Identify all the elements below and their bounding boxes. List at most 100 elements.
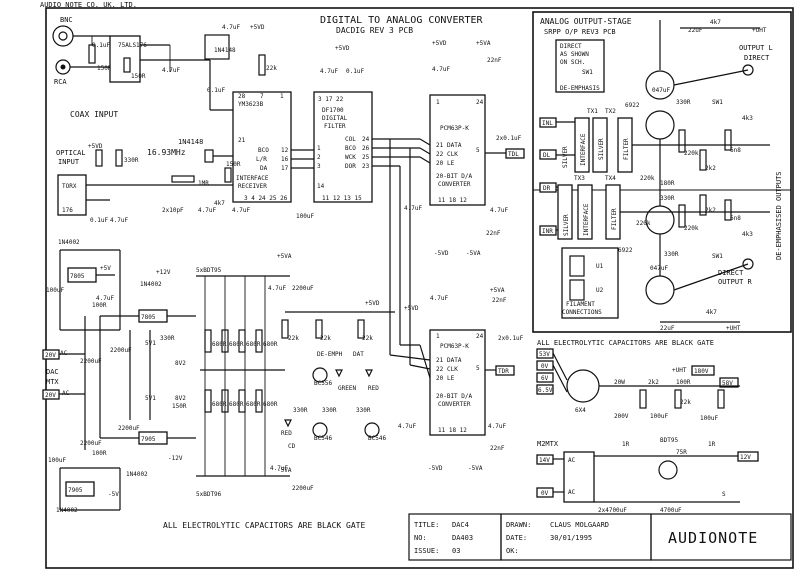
svg-text:TX4: TX4	[605, 175, 616, 182]
svg-text:4.7uF: 4.7uF	[398, 423, 416, 430]
svg-text:INPUT: INPUT	[58, 158, 80, 166]
svg-text:+5VD: +5VD	[88, 143, 103, 150]
svg-text:-5V: -5V	[108, 491, 119, 498]
svg-text:100uF: 100uF	[700, 415, 718, 422]
bdt95-transistor	[658, 460, 678, 480]
svg-text:20V: 20V	[45, 392, 56, 399]
svg-text:RED: RED	[368, 385, 379, 392]
interface-receiver-ic	[232, 91, 292, 203]
optical-label: OPTICAL	[56, 149, 86, 157]
svg-text:U1: U1	[596, 263, 604, 270]
svg-text:5: 5	[476, 147, 480, 154]
svg-text:+UHT: +UHT	[672, 367, 687, 374]
svg-text:20: 20	[436, 160, 444, 167]
svg-text:DIGITAL: DIGITAL	[322, 115, 348, 122]
torx-receiver	[57, 174, 87, 216]
svg-text:4k3: 4k3	[742, 115, 753, 122]
svg-text:SW1: SW1	[712, 99, 723, 106]
output-l-jack	[742, 64, 754, 76]
analog-stage-subtitle: SRPP O/P REV3 PCB	[544, 28, 616, 36]
svg-text:PCM63P-K: PCM63P-K	[440, 343, 469, 350]
svg-text:22k: 22k	[320, 335, 331, 342]
svg-text:3: 3	[317, 163, 321, 170]
svg-text:TORX: TORX	[62, 183, 77, 190]
svg-text:7: 7	[260, 93, 264, 100]
svg-text:100uF: 100uF	[48, 457, 66, 464]
svg-text:DR: DR	[543, 185, 551, 192]
svg-text:11 12 13 15: 11 12 13 15	[322, 195, 362, 202]
svg-text:4k7: 4k7	[214, 200, 225, 207]
svg-text:TDR: TDR	[498, 368, 509, 375]
svg-text:-5VD: -5VD	[434, 250, 449, 257]
audionote-logo: AUDIONOTE	[668, 529, 758, 547]
svg-text:+UHT: +UHT	[726, 325, 741, 332]
svg-text:4.7uF: 4.7uF	[232, 207, 250, 214]
svg-text:2200uF: 2200uF	[292, 285, 314, 292]
svg-text:100uF: 100uF	[46, 287, 64, 294]
svg-text:SILVER: SILVER	[563, 214, 570, 236]
svg-text:DAC4: DAC4	[452, 521, 469, 529]
svg-text:U2: U2	[596, 287, 604, 294]
svg-text:220k: 220k	[640, 175, 655, 182]
output-r-jack	[742, 258, 754, 270]
svg-text:6V: 6V	[541, 375, 549, 382]
svg-text:14V: 14V	[539, 457, 550, 464]
deemph-led-label: DE-EMPH	[317, 351, 343, 358]
svg-text:DIRECT: DIRECT	[560, 43, 582, 50]
tag-6v	[536, 372, 554, 383]
svg-text:SILVER: SILVER	[562, 146, 569, 168]
svg-text:DATE:: DATE:	[506, 534, 527, 542]
svg-text:6.5V: 6.5V	[538, 387, 553, 394]
svg-text:AC: AC	[568, 457, 576, 464]
digital-filter-ic	[313, 91, 373, 203]
svg-text:TX2: TX2	[605, 108, 616, 115]
svg-text:12V: 12V	[740, 454, 751, 461]
svg-text:BC546: BC546	[314, 435, 332, 442]
svg-text:TX3: TX3	[574, 175, 585, 182]
svg-text:2k2: 2k2	[648, 379, 659, 386]
sw1-direct-legend	[555, 39, 605, 93]
rca-label: RCA	[54, 78, 67, 86]
svg-text:22nF: 22nF	[487, 57, 502, 64]
svg-text:4.7uF: 4.7uF	[162, 67, 180, 74]
svg-text:+5VA: +5VA	[476, 40, 491, 47]
svg-text:DE-EMPHASIS: DE-EMPHASIS	[560, 85, 600, 92]
svg-text:330R: 330R	[660, 195, 675, 202]
svg-text:6922: 6922	[618, 247, 633, 254]
svg-text:ON SCH.: ON SCH.	[560, 59, 585, 66]
svg-text:20-BIT D/A: 20-BIT D/A	[436, 393, 473, 400]
svg-text:330R: 330R	[664, 251, 679, 258]
svg-text:FILAMENT: FILAMENT	[566, 301, 595, 308]
svg-text:680R: 680R	[263, 401, 278, 408]
svg-text:22k: 22k	[266, 65, 277, 72]
svg-text:22: 22	[436, 151, 444, 158]
svg-text:2200uF: 2200uF	[118, 425, 140, 432]
svg-text:680R: 680R	[212, 341, 227, 348]
svg-text:INTERFACE: INTERFACE	[583, 203, 590, 236]
tag-180v	[691, 365, 715, 376]
svg-text:RECEIVER: RECEIVER	[238, 183, 267, 190]
svg-text:1MR: 1MR	[198, 180, 209, 187]
svg-text:CONVERTER: CONVERTER	[438, 181, 471, 188]
svg-text:3 17 22: 3 17 22	[318, 96, 344, 103]
svg-text:17: 17	[281, 165, 289, 172]
svg-text:-12V: -12V	[168, 455, 183, 462]
svg-text:150R: 150R	[131, 73, 146, 80]
logo-block	[650, 513, 792, 561]
svg-text:+5VD: +5VD	[404, 305, 419, 312]
svg-text:4.7uF: 4.7uF	[490, 207, 508, 214]
svg-text:22nF: 22nF	[490, 445, 505, 452]
svg-text:DL: DL	[543, 152, 551, 159]
transistors-bottom-label: 5xBDT96	[196, 491, 222, 498]
svg-text:INTERFACE: INTERFACE	[580, 133, 587, 166]
svg-text:100R: 100R	[676, 379, 691, 386]
buffer-ic	[109, 35, 141, 83]
svg-text:12: 12	[281, 147, 289, 154]
reg-7905-bottom	[65, 481, 95, 497]
svg-text:23: 23	[362, 163, 370, 170]
svg-text:1N4148: 1N4148	[214, 47, 236, 54]
svg-text:-5VD: -5VD	[428, 465, 443, 472]
svg-text:100uF: 100uF	[650, 413, 668, 420]
svg-text:2200uF: 2200uF	[80, 358, 102, 365]
svg-text:+5VD: +5VD	[335, 45, 350, 52]
